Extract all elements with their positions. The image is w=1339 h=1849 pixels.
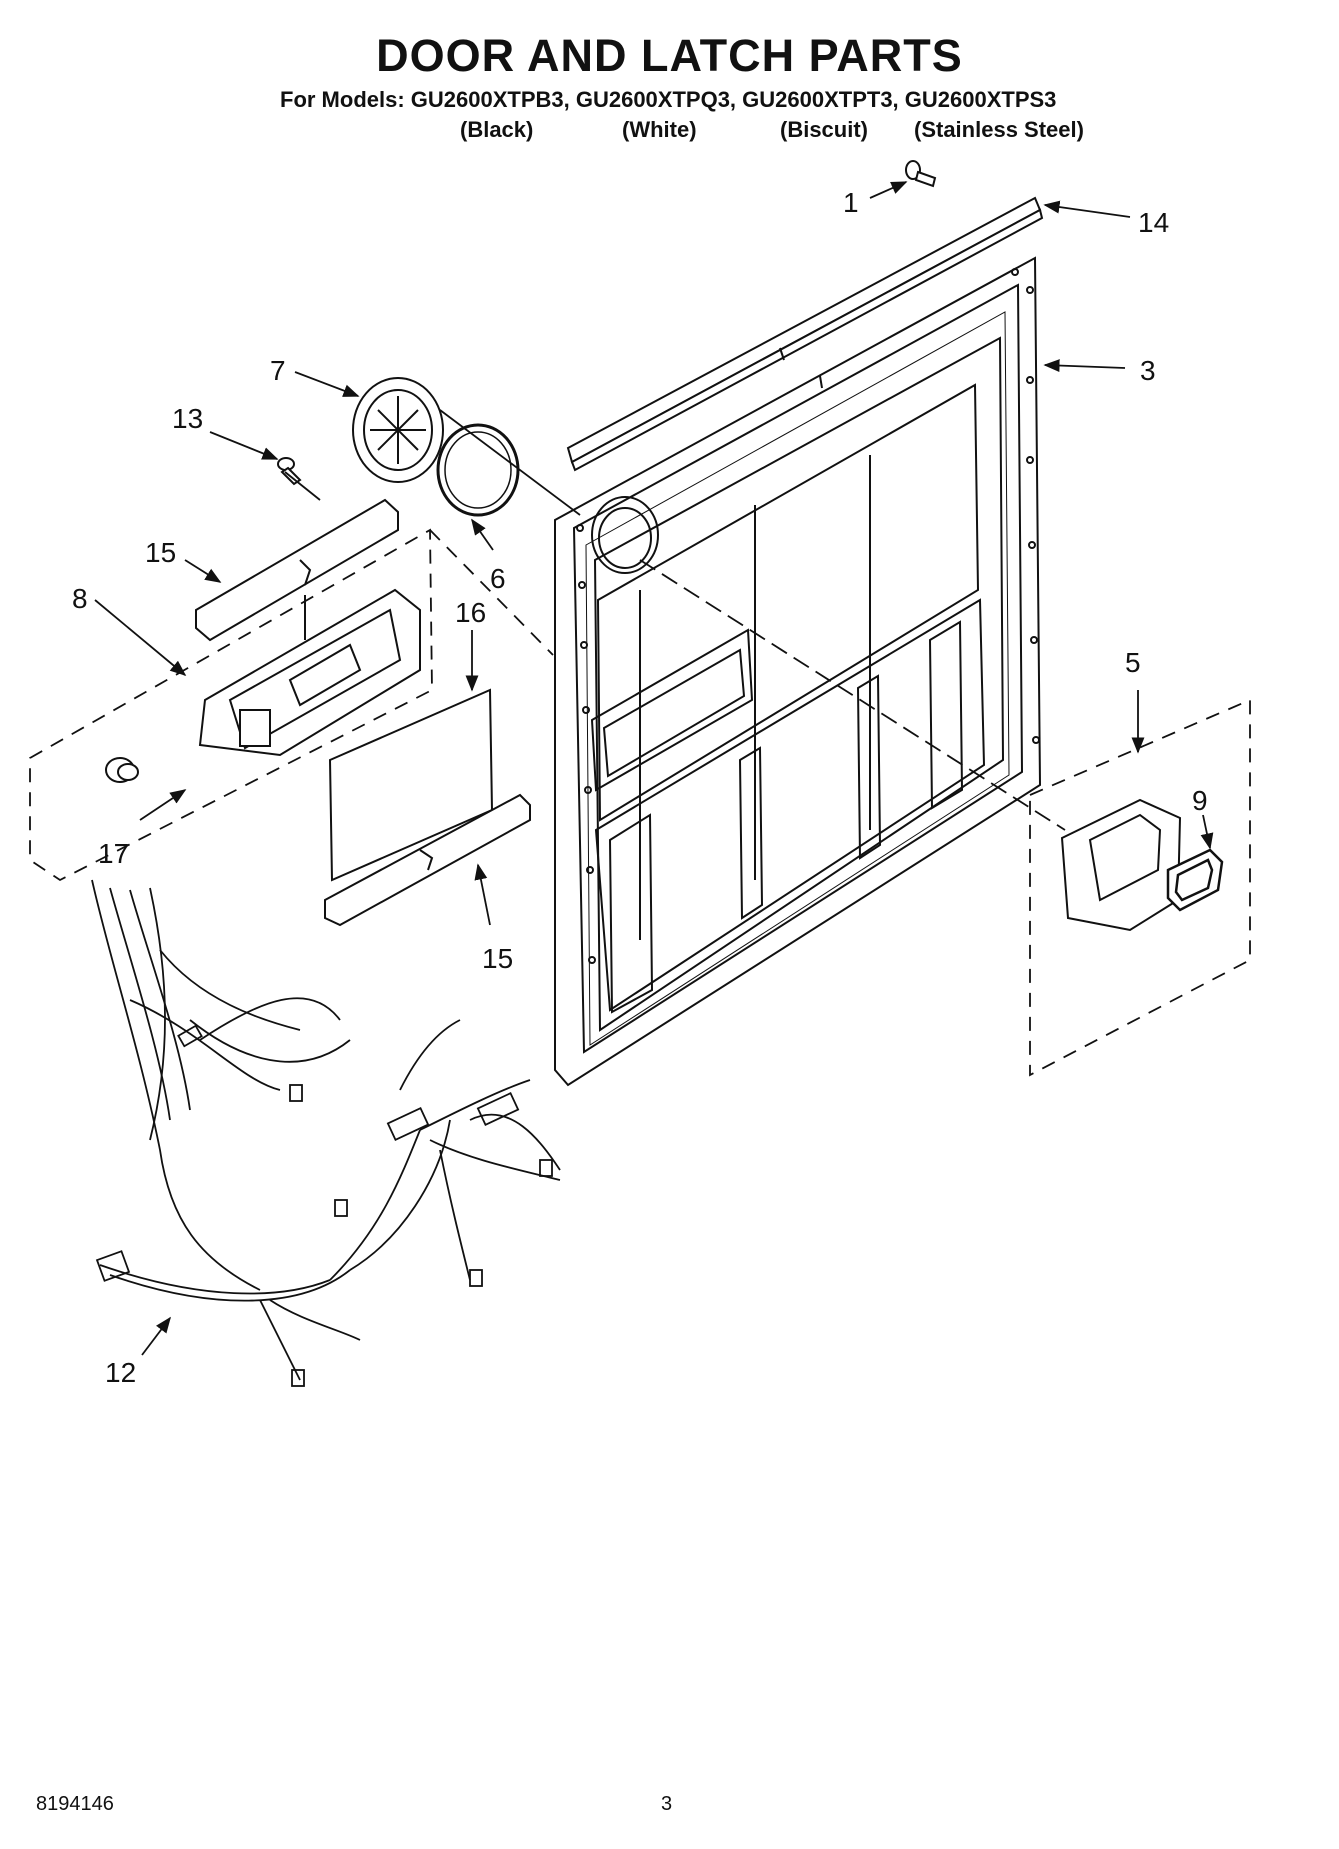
dispenser-gasket <box>436 423 520 517</box>
dispenser-cap <box>352 377 444 483</box>
latch-cover-lower <box>324 793 531 927</box>
screw-part-13 <box>277 457 302 486</box>
latch-assembly <box>198 588 421 757</box>
callout-7: 7 <box>270 355 286 386</box>
leader-lines <box>94 181 1214 1356</box>
callout-8: 8 <box>72 583 88 614</box>
page-number: 3 <box>661 1793 673 1815</box>
vent-assembly <box>1060 798 1182 932</box>
callout-9: 9 <box>1192 785 1208 816</box>
wire-harness <box>91 879 561 1387</box>
callout-3: 3 <box>1140 355 1156 386</box>
vent-gasket <box>1166 848 1224 912</box>
page-title: DOOR AND LATCH PARTS <box>376 30 963 81</box>
callout-16: 16 <box>455 597 486 628</box>
callout-15-upper: 15 <box>145 537 176 568</box>
models-line: For Models: GU2600XTPB3, GU2600XTPQ3, GU… <box>280 87 1057 112</box>
variant-white: (White) <box>622 117 697 142</box>
latch-button <box>105 757 139 783</box>
callout-1: 1 <box>843 187 859 218</box>
top-door-trim <box>566 196 1044 472</box>
callout-6: 6 <box>490 563 506 594</box>
screw-part-1 <box>905 160 937 188</box>
callout-12: 12 <box>105 1357 136 1388</box>
callout-15-lower: 15 <box>482 943 513 974</box>
callout-13: 13 <box>172 403 203 434</box>
variant-black: (Black) <box>460 117 534 142</box>
callout-14: 14 <box>1138 207 1169 238</box>
variant-stainless-steel: (Stainless Steel) <box>914 117 1084 142</box>
callout-5: 5 <box>1125 647 1141 678</box>
variant-biscuit: (Biscuit) <box>780 117 868 142</box>
latch-cover-upper <box>195 498 399 642</box>
door-inner-panel <box>554 256 1042 1087</box>
part-number: 8194146 <box>36 1793 114 1815</box>
callout-17: 17 <box>98 838 129 869</box>
latch-group-dashed-box <box>29 528 554 882</box>
vent-assembly-dashed-box <box>1029 698 1251 1077</box>
